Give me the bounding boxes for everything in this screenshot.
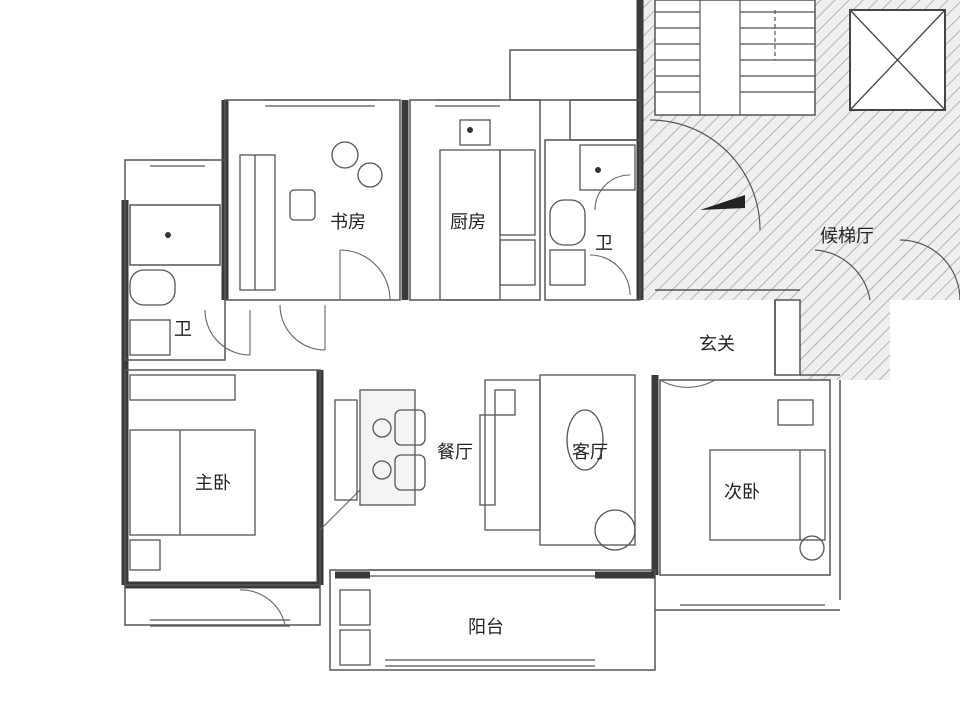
floor-drain-icons (165, 127, 601, 238)
room-label-bath-center: 卫 (595, 233, 613, 254)
room-label-dining: 餐厅 (437, 442, 473, 463)
room-label-elevator-hall: 候梯厅 (820, 226, 874, 247)
room-label-living: 客厅 (572, 442, 608, 463)
room-label-bath-left: 卫 (174, 319, 192, 340)
windows (150, 99, 825, 667)
furniture (129, 119, 826, 666)
room-label-entrance: 玄关 (699, 334, 735, 355)
room-label-balcony: 阳台 (468, 617, 504, 638)
room-label-study: 书房 (330, 212, 366, 233)
room-label-master-bedroom: 主卧 (195, 473, 231, 494)
room-label-second-bedroom: 次卧 (724, 482, 760, 503)
common-area (640, 0, 960, 380)
room-label-kitchen: 厨房 (450, 212, 486, 233)
